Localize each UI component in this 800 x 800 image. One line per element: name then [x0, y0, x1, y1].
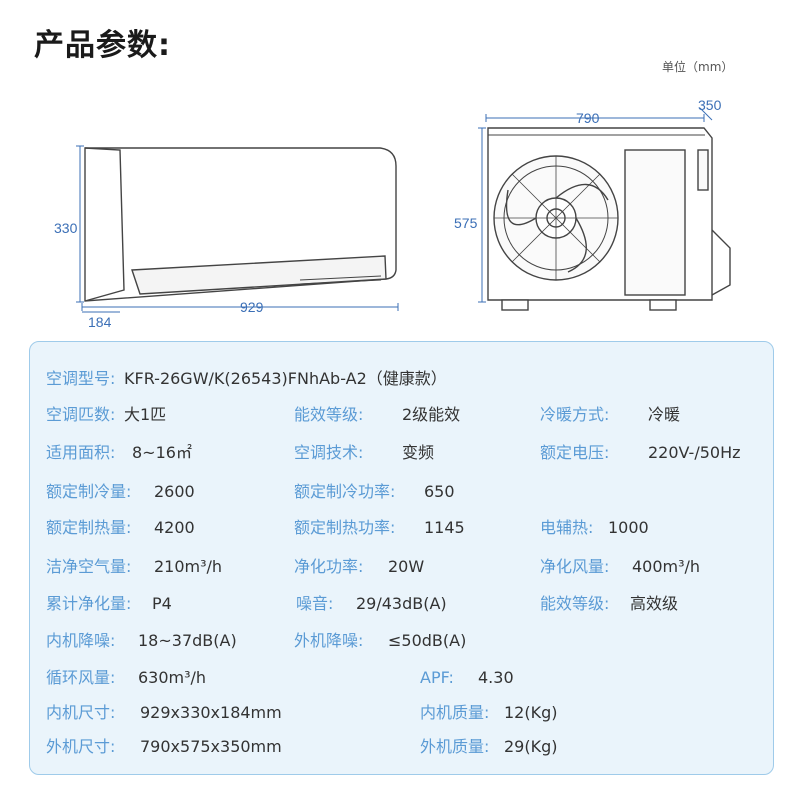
- indoor-dimension-lines: [76, 145, 399, 313]
- spec-label: 循环风量:: [46, 668, 116, 687]
- spec-value: 650: [424, 482, 455, 501]
- spec-label: 净化功率:: [294, 557, 364, 576]
- outdoor-unit-drawing: [487, 127, 731, 311]
- outdoor-dimension-lines: [478, 107, 713, 303]
- spec-value: 29(Kg): [504, 737, 558, 756]
- spec-label: 外机质量:: [420, 737, 490, 756]
- spec-label: 能效等级:: [294, 405, 364, 424]
- spec-label: 额定电压:: [540, 443, 610, 462]
- spec-value: 2级能效: [402, 405, 461, 424]
- spec-value: KFR-26GW/K(26543)FNhAb-A2（健康款）: [124, 369, 447, 388]
- outdoor-height-label: 575: [454, 215, 478, 231]
- spec-value: 冷暖: [648, 405, 681, 424]
- spec-value: 8~16㎡: [132, 443, 192, 462]
- indoor-height-label: 330: [54, 220, 78, 236]
- spec-value: 18~37dB(A): [138, 631, 237, 650]
- spec-value: 4.30: [478, 668, 514, 687]
- spec-value: 210m³/h: [154, 557, 223, 576]
- spec-label: 内机降噪:: [46, 631, 116, 650]
- spec-label: 空调型号:: [46, 369, 116, 388]
- outdoor-depth-label: 350: [698, 97, 722, 113]
- spec-value: 变频: [402, 443, 435, 462]
- spec-label: 内机尺寸:: [46, 703, 116, 722]
- spec-panel: 空调型号: KFR-26GW/K(26543)FNhAb-A2（健康款） 空调匹…: [29, 341, 774, 775]
- indoor-depth-label: 184: [88, 314, 112, 330]
- unit-note: 单位（mm）: [662, 60, 734, 74]
- spec-value: 790x575x350mm: [140, 737, 282, 756]
- dimension-diagram: 330 929 184 790 350 575: [54, 97, 731, 330]
- spec-label: 能效等级:: [540, 594, 610, 613]
- spec-label: 内机质量:: [420, 703, 490, 722]
- spec-label: 额定制冷量:: [46, 482, 132, 501]
- spec-value: 4200: [154, 518, 195, 537]
- spec-value: 高效级: [630, 594, 679, 613]
- spec-label: 电辅热:: [540, 518, 594, 537]
- spec-value: 29/43dB(A): [356, 594, 447, 613]
- spec-label: 冷暖方式:: [540, 405, 610, 424]
- spec-label: 空调技术:: [294, 443, 364, 462]
- spec-value: 1000: [608, 518, 649, 537]
- spec-label: 外机降噪:: [294, 631, 364, 650]
- spec-label: APF:: [420, 668, 454, 687]
- spec-value: 12(Kg): [504, 703, 558, 722]
- spec-value: 220V-/50Hz: [648, 443, 741, 462]
- spec-value: P4: [152, 594, 172, 613]
- indoor-width-label: 929: [240, 299, 264, 315]
- spec-label: 洁净空气量:: [46, 557, 132, 576]
- spec-label: 净化风量:: [540, 557, 610, 576]
- spec-value: ≤50dB(A): [388, 631, 467, 650]
- spec-label: 额定制冷功率:: [294, 482, 396, 501]
- spec-label: 额定制热量:: [46, 518, 132, 537]
- spec-label: 空调匹数:: [46, 405, 116, 424]
- spec-value: 630m³/h: [138, 668, 207, 687]
- outdoor-width-label: 790: [576, 110, 600, 126]
- spec-value: 400m³/h: [632, 557, 701, 576]
- spec-label: 外机尺寸:: [46, 737, 116, 756]
- spec-label: 适用面积:: [46, 443, 116, 462]
- spec-label: 额定制热功率:: [294, 518, 396, 537]
- spec-label: 噪音:: [296, 594, 334, 613]
- spec-value: 2600: [154, 482, 195, 501]
- spec-value: 20W: [388, 557, 425, 576]
- spec-value: 929x330x184mm: [140, 703, 282, 722]
- spec-label: 累计净化量:: [46, 594, 132, 613]
- spec-value: 1145: [424, 518, 465, 537]
- spec-value: 大1匹: [124, 405, 167, 424]
- indoor-unit-drawing: [84, 147, 397, 302]
- page-title: 产品参数:: [34, 28, 171, 63]
